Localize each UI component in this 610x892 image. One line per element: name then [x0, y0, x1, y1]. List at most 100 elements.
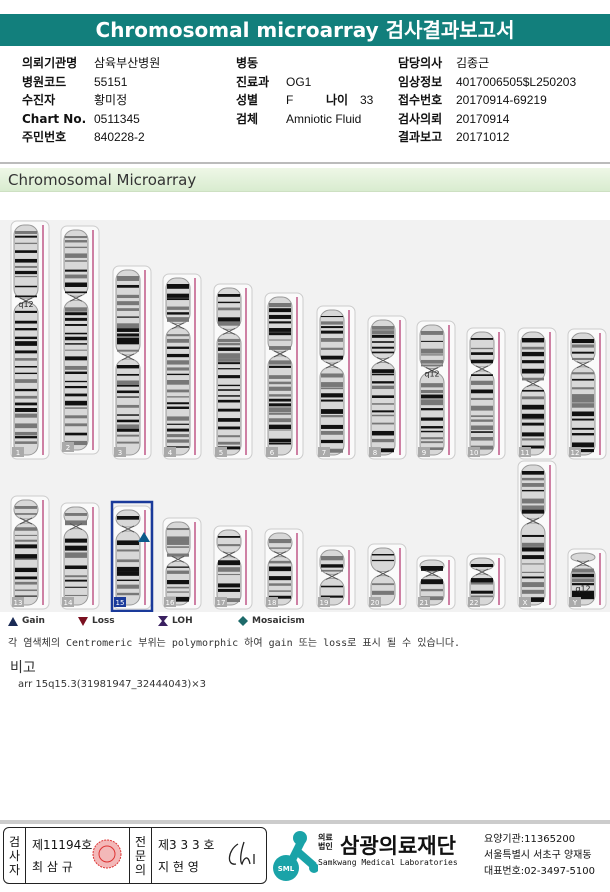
band [218, 307, 240, 311]
chromosome-3[interactable]: 3 [112, 265, 152, 460]
band [65, 312, 87, 316]
band [269, 365, 291, 368]
band [65, 575, 87, 578]
band [572, 418, 594, 421]
chromosome-number: 13 [14, 599, 23, 607]
centromere [325, 572, 339, 580]
band [167, 566, 189, 568]
band [421, 389, 443, 394]
band [269, 375, 291, 379]
band [471, 431, 493, 433]
band [471, 389, 493, 394]
band [522, 445, 544, 449]
chromosome-8[interactable]: 8 [367, 315, 407, 460]
chromosome-21[interactable]: 21 [416, 555, 456, 610]
band [15, 554, 37, 559]
chromosome-22[interactable]: 22 [466, 553, 506, 610]
band [65, 586, 87, 588]
centromere [376, 570, 390, 578]
band [15, 395, 37, 399]
band [218, 321, 240, 326]
band [372, 438, 394, 443]
info-value: 김종근 [456, 56, 490, 70]
chromosome-13[interactable]: 13 [10, 495, 50, 610]
band [218, 347, 240, 351]
chromosome-14[interactable]: 14 [60, 502, 100, 610]
chromosome-18[interactable]: 18 [264, 528, 304, 610]
specialist-cell: 제3 3 3 호 지 현 영 [152, 828, 266, 883]
band [372, 395, 394, 398]
band [15, 576, 37, 580]
chromosome-number: 21 [420, 599, 429, 607]
chromosome-2[interactable]: 2 [60, 225, 100, 455]
chromosome-number-box [266, 447, 278, 457]
examiner-license: 제11194호 [32, 838, 93, 852]
band [117, 428, 139, 432]
gain-triangle-icon [8, 616, 18, 626]
legend: Gain Loss LOH Mosaicism [8, 616, 305, 626]
info-value: Amniotic Fluid [286, 111, 362, 126]
band [218, 358, 240, 362]
band [321, 564, 343, 568]
legend-label: Mosaicism [252, 616, 305, 626]
band [15, 365, 37, 368]
q-arm [63, 299, 89, 451]
chromosome-10[interactable]: 10 [466, 327, 506, 460]
band [117, 373, 139, 376]
band [372, 369, 394, 373]
band [65, 380, 87, 383]
centromere [222, 551, 236, 559]
band [269, 398, 291, 402]
band [522, 360, 544, 364]
chromosome-7[interactable]: 7 [316, 305, 356, 460]
chromosome-number: 18 [268, 599, 277, 607]
chromosome-4[interactable]: 4 [162, 273, 202, 460]
band [421, 364, 443, 367]
band [572, 578, 594, 583]
band [117, 566, 139, 572]
band [269, 412, 291, 415]
band [421, 596, 443, 601]
chromosome-number-box [369, 597, 381, 607]
band [269, 590, 291, 592]
band [522, 471, 544, 475]
band [372, 590, 394, 595]
chromosome-X[interactable]: X [517, 460, 557, 610]
band [421, 403, 443, 406]
band [218, 560, 240, 566]
chromosome-20[interactable]: 20 [367, 543, 407, 610]
signature-icon [228, 841, 255, 866]
band [117, 584, 139, 589]
chromosome-15[interactable]: 15 [110, 500, 154, 613]
band [65, 556, 87, 558]
chromosome-number: 8 [373, 449, 377, 457]
band [372, 403, 394, 405]
chromosome-12[interactable]: 12 [567, 328, 607, 460]
chromosome-number-box [62, 442, 74, 452]
chromosome-number: 3 [118, 449, 122, 457]
band [65, 520, 87, 526]
sml-logo-icon: SML [273, 831, 318, 881]
info-value: 4017006505$L250203 [456, 74, 577, 89]
specialist-label-cell: 전문의 [130, 828, 152, 883]
chromosome-16[interactable]: 16 [162, 517, 202, 610]
chromosome-11[interactable]: 11 [517, 327, 557, 460]
chromosome-number-box [12, 597, 24, 607]
chromosome-5[interactable]: 5 [213, 283, 253, 460]
band [321, 355, 343, 360]
band [167, 428, 189, 432]
info-value: 20171012 [456, 130, 510, 144]
chromosome-17[interactable]: 17 [213, 525, 253, 610]
chromosome-19[interactable]: 19 [316, 545, 356, 610]
band [321, 448, 343, 453]
chromosome-6[interactable]: 6 [264, 292, 304, 460]
centromere [121, 353, 135, 361]
band [572, 590, 594, 596]
band [522, 589, 544, 594]
band [117, 571, 139, 576]
